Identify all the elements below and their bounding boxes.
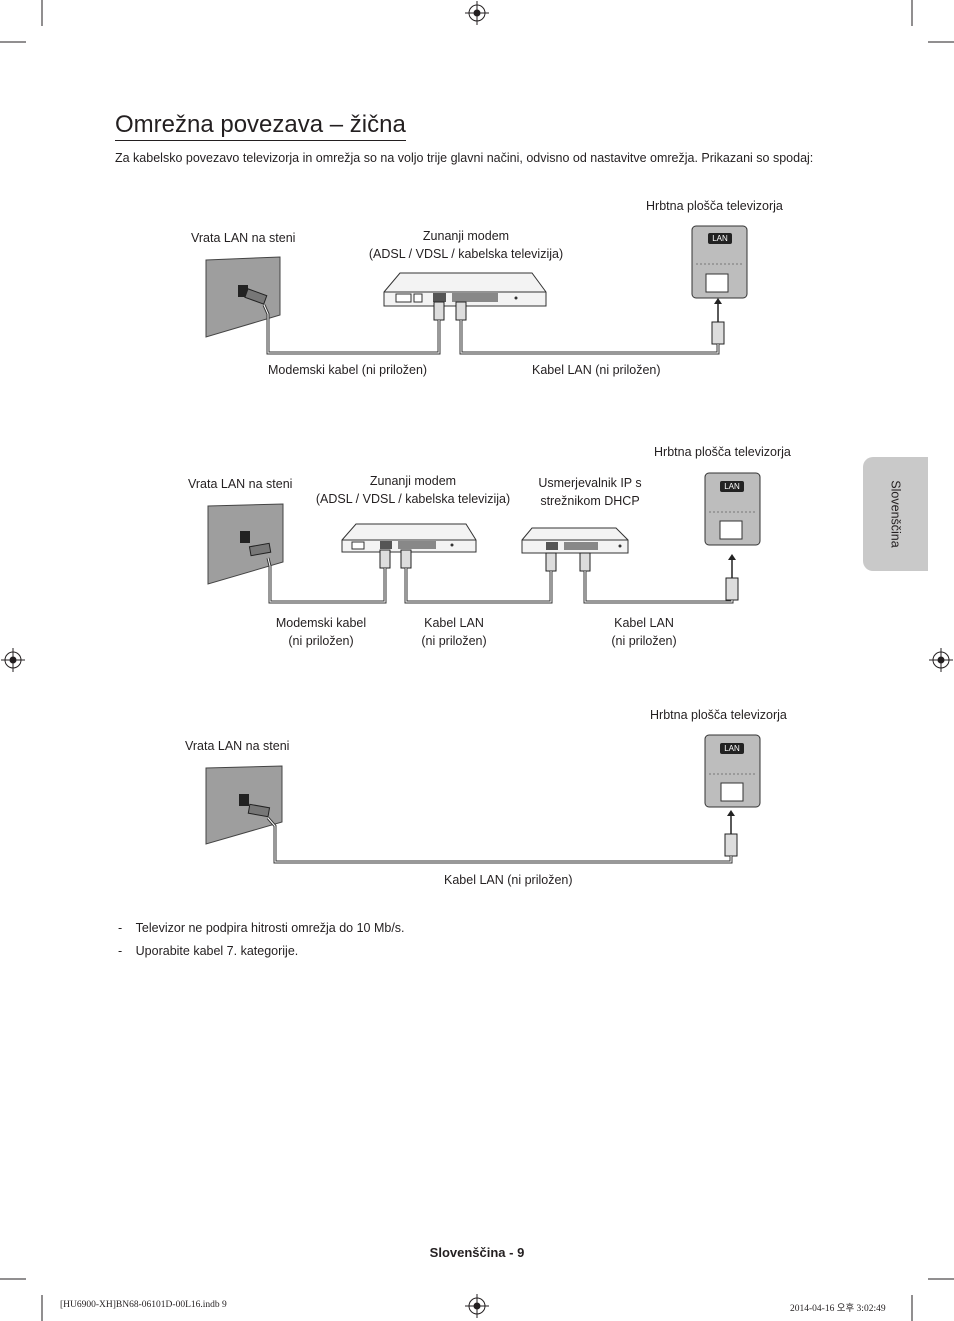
lan-cable-label-line2: (ni priložen) bbox=[611, 634, 677, 648]
wall-lan-label: Vrata LAN na steni bbox=[188, 477, 293, 491]
tv-lan-port-label: LAN bbox=[724, 482, 740, 491]
tv-lan-port-label: LAN bbox=[712, 234, 728, 243]
tv-back-panel-icon bbox=[691, 225, 748, 299]
lan-cable-label: Kabel LAN (ni priložen) bbox=[532, 363, 661, 377]
router-label-line2: strežnikom DHCP bbox=[540, 494, 640, 508]
note-text: Uporabite kabel 7. kategorije. bbox=[135, 944, 299, 958]
tv-back-panel-label: Hrbtna plošča televizorja bbox=[646, 199, 783, 213]
page-footer: Slovenščina - 9 bbox=[429, 1245, 525, 1260]
note-dash: - bbox=[118, 944, 123, 958]
print-slug-date: 2014-04-16 오후 3:02:49 bbox=[790, 1304, 886, 1314]
note-dash: - bbox=[118, 921, 123, 935]
wall-lan-port-icon bbox=[207, 503, 284, 585]
tv-back-panel-icon bbox=[704, 472, 761, 546]
wall-lan-label: Vrata LAN na steni bbox=[185, 739, 290, 753]
modem-label-line1: Zunanji modem bbox=[369, 474, 457, 488]
modem-cable-label: Modemski kabel (ni priložen) bbox=[268, 363, 428, 377]
lan-cable-label-line1: Kabel LAN bbox=[614, 616, 674, 630]
page-title: Omrežna povezava – žična bbox=[115, 110, 406, 141]
modem-cable-label-line2: (ni priložen) bbox=[288, 634, 354, 648]
modem-label-line2: (ADSL / VDSL / kabelska televizija) bbox=[315, 492, 511, 506]
tv-back-panel-icon bbox=[704, 734, 761, 808]
tv-lan-port-label: LAN bbox=[724, 744, 740, 753]
router-label: Usmerjevalnik IP s strežnikom DHCP bbox=[530, 474, 650, 510]
lan-cable-label-line2: (ni priložen) bbox=[421, 634, 487, 648]
router-label-line1: Usmerjevalnik IP s bbox=[538, 476, 642, 490]
modem-icon bbox=[341, 523, 477, 553]
modem-cable-label: Modemski kabel (ni priložen) bbox=[266, 614, 376, 650]
lan-cable-label-line1: Kabel LAN bbox=[424, 616, 484, 630]
diagram-3 bbox=[205, 734, 761, 864]
lan-cable-label: Kabel LAN (ni priložen) bbox=[404, 614, 504, 650]
modem-label-line1: Zunanji modem bbox=[422, 229, 510, 243]
tv-back-panel-label: Hrbtna plošča televizorja bbox=[654, 445, 791, 459]
note-item: - Uporabite kabel 7. kategorije. bbox=[118, 944, 298, 958]
intro-text: Za kabelsko povezavo televizorja in omre… bbox=[115, 151, 814, 165]
lan-cable-label: Kabel LAN (ni priložen) bbox=[444, 873, 573, 887]
print-slug-file: [HU6900-XH]BN68-06101D-00L16.indb 9 bbox=[60, 1300, 227, 1310]
modem-label-line2: (ADSL / VDSL / kabelska televizija) bbox=[368, 247, 564, 261]
wall-lan-label: Vrata LAN na steni bbox=[191, 231, 296, 245]
note-item: - Televizor ne podpira hitrosti omrežja … bbox=[118, 921, 405, 935]
diagram-1 bbox=[205, 225, 748, 355]
modem-label: Zunanji modem (ADSL / VDSL / kabelska te… bbox=[313, 472, 513, 508]
language-side-tab-label: Slovenščina bbox=[888, 480, 903, 548]
modem-label: Zunanji modem (ADSL / VDSL / kabelska te… bbox=[366, 227, 566, 263]
diagram-2 bbox=[207, 472, 761, 604]
tv-back-panel-label: Hrbtna plošča televizorja bbox=[650, 708, 787, 722]
modem-icon bbox=[383, 272, 547, 307]
lan-cable-label: Kabel LAN (ni priložen) bbox=[594, 614, 694, 650]
router-icon bbox=[521, 527, 629, 554]
language-side-tab: Slovenščina bbox=[863, 457, 928, 571]
note-text: Televizor ne podpira hitrosti omrežja do… bbox=[135, 921, 405, 935]
modem-cable-label-line1: Modemski kabel bbox=[275, 616, 367, 630]
